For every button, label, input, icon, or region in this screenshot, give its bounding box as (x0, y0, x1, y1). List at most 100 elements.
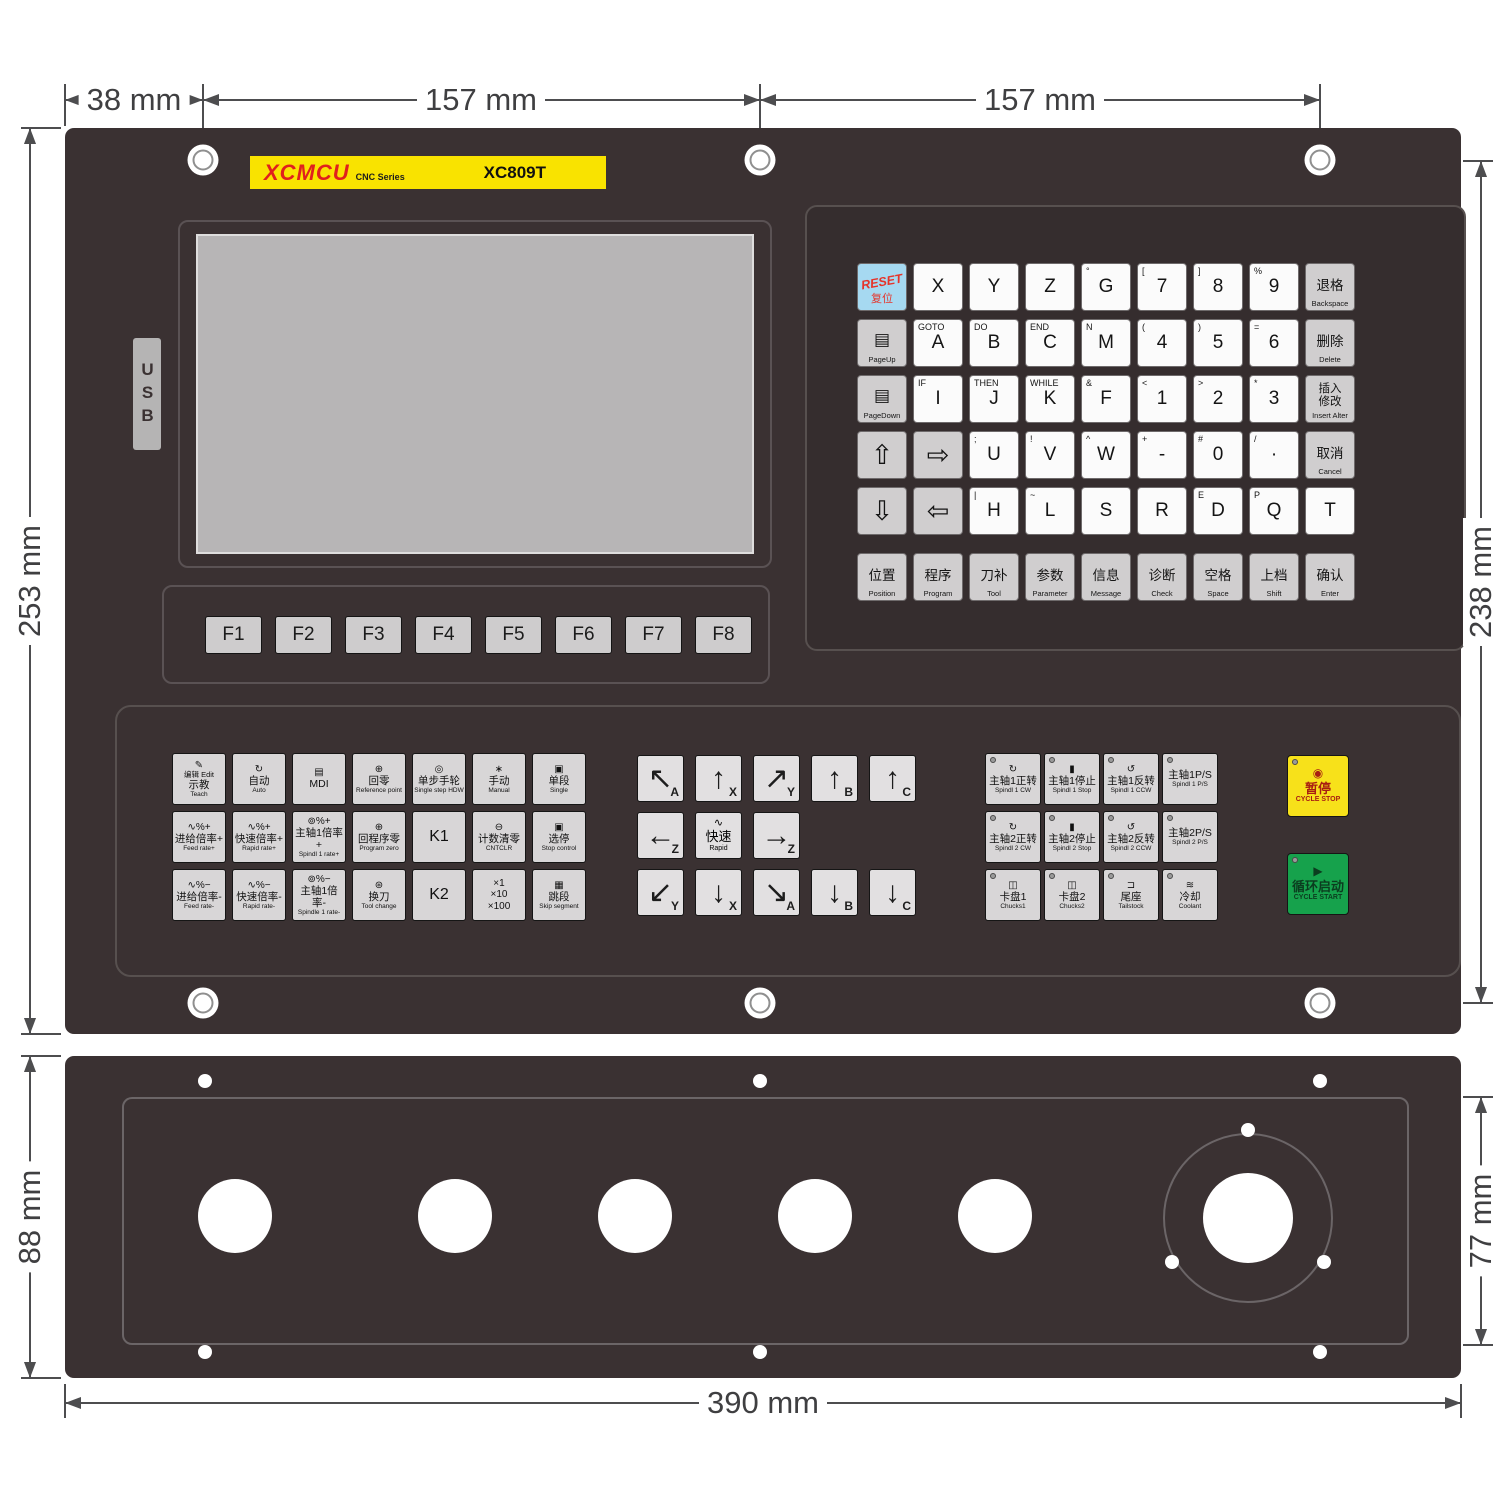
function-key[interactable]: F6 (555, 615, 612, 654)
keyboard-key[interactable]: ⇦ (913, 487, 963, 535)
keyboard-key[interactable]: ° G (1081, 263, 1131, 311)
mode-key[interactable]: ⊖ 计数清零 CNTCLR (472, 811, 526, 863)
keyboard-key[interactable]: | H (969, 487, 1019, 535)
keyboard-key[interactable]: END C (1025, 319, 1075, 367)
jog-key[interactable]: ∿ 快速 Rapid (695, 812, 742, 859)
jog-key[interactable]: ↓ X (695, 869, 742, 916)
function-key[interactable]: F4 (415, 615, 472, 654)
keyboard-key[interactable]: 参数 Parameter (1025, 553, 1075, 601)
keyboard-key[interactable]: N M (1081, 319, 1131, 367)
mode-key[interactable]: ∿%+ 快速倍率+ Rapid rate+ (232, 811, 286, 863)
keyboard-key[interactable]: % 9 (1249, 263, 1299, 311)
keyboard-key[interactable]: ▤ PageDown (857, 375, 907, 423)
keyboard-key[interactable]: 刀补 Tool (969, 553, 1019, 601)
keyboard-key[interactable]: E D (1193, 487, 1243, 535)
jog-key[interactable]: ↙ Y (637, 869, 684, 916)
machine-key[interactable]: ◫ 卡盘2 Chucks2 (1044, 869, 1100, 921)
keyboard-key[interactable]: ▤ PageUp (857, 319, 907, 367)
machine-key[interactable]: ◫ 卡盘1 Chucks1 (985, 869, 1041, 921)
mode-key[interactable]: ▣ 单段 Single (532, 753, 586, 805)
machine-key[interactable]: ⊐ 尾座 Tailstock (1103, 869, 1159, 921)
jog-key[interactable]: ↖ A (637, 755, 684, 802)
mode-key[interactable]: ⊚%+ 主轴1倍率+ Spindl 1 rate+ (292, 811, 346, 863)
keyboard-key[interactable]: Z (1025, 263, 1075, 311)
mode-key[interactable]: ↻ 自动 Auto (232, 753, 286, 805)
mode-key[interactable]: ▣ 选停 Stop control (532, 811, 586, 863)
function-key[interactable]: F8 (695, 615, 752, 654)
machine-key[interactable]: ↺ 主轴2反转 Spindl 2 CCW (1103, 811, 1159, 863)
keyboard-key[interactable]: DO B (969, 319, 1019, 367)
mode-key[interactable]: ∿%+ 进给倍率+ Feed rate+ (172, 811, 226, 863)
cycle-start-button[interactable]: ▶ 循环启动 CYCLE START (1287, 853, 1349, 915)
machine-key[interactable]: ▮ 主轴1停止 Spindl 1 Stop (1044, 753, 1100, 805)
keyboard-key[interactable]: 删除 Delete (1305, 319, 1355, 367)
keyboard-key[interactable]: Y (969, 263, 1019, 311)
keyboard-key[interactable]: 插入 修改 Insert Alter (1305, 375, 1355, 423)
mode-key[interactable]: ×1 ×10 ×100 (472, 869, 526, 921)
keyboard-key[interactable]: 空格 Space (1193, 553, 1243, 601)
keyboard-key[interactable]: ~ L (1025, 487, 1075, 535)
keyboard-key[interactable]: 退格 Backspace (1305, 263, 1355, 311)
mode-key[interactable]: ▦ 跳段 Skip segment (532, 869, 586, 921)
machine-key[interactable]: ↻ 主轴1正转 Spindl 1 CW (985, 753, 1041, 805)
keyboard-key[interactable]: > 2 (1193, 375, 1243, 423)
keyboard-key[interactable]: 确认 Enter (1305, 553, 1355, 601)
keyboard-key[interactable]: P Q (1249, 487, 1299, 535)
keyboard-key[interactable]: = 6 (1249, 319, 1299, 367)
machine-key[interactable]: ↺ 主轴1反转 Spindl 1 CCW (1103, 753, 1159, 805)
function-key[interactable]: F1 (205, 615, 262, 654)
keyboard-key[interactable]: X (913, 263, 963, 311)
keyboard-key[interactable]: ^ W (1081, 431, 1131, 479)
mode-key[interactable]: ⊕ 回零 Reference point (352, 753, 406, 805)
machine-key[interactable]: 主轴2P/S Spindl 2 P/S (1162, 811, 1218, 863)
jog-key[interactable]: ↓ C (869, 869, 916, 916)
keyboard-key[interactable]: # 0 (1193, 431, 1243, 479)
mode-key[interactable]: K2 (412, 869, 466, 921)
jog-key[interactable]: ↗ Y (753, 755, 800, 802)
function-key[interactable]: F7 (625, 615, 682, 654)
keyboard-key[interactable]: 程序 Program (913, 553, 963, 601)
usb-port-label[interactable]: USB (133, 338, 161, 450)
cycle-stop-button[interactable]: ◉ 暂停 CYCLE STOP (1287, 755, 1349, 817)
keyboard-key[interactable]: ( 4 (1137, 319, 1187, 367)
mode-key[interactable]: ▤ MDI (292, 753, 346, 805)
keyboard-key[interactable]: WHILE K (1025, 375, 1075, 423)
keyboard-key[interactable]: 上档 Shift (1249, 553, 1299, 601)
machine-key[interactable]: 主轴1P/S Spindl 1 P/S (1162, 753, 1218, 805)
machine-key[interactable]: ▮ 主轴2停止 Spindl 2 Stop (1044, 811, 1100, 863)
keyboard-key[interactable]: 诊断 Check (1137, 553, 1187, 601)
mode-key[interactable]: ∿%− 进给倍率- Feed rate- (172, 869, 226, 921)
jog-key[interactable]: ← Z (637, 812, 684, 859)
function-key[interactable]: F3 (345, 615, 402, 654)
keyboard-key[interactable]: ] 8 (1193, 263, 1243, 311)
keyboard-key[interactable]: 位置 Position (857, 553, 907, 601)
keyboard-key[interactable]: < 1 (1137, 375, 1187, 423)
keyboard-key[interactable]: ) 5 (1193, 319, 1243, 367)
mode-key[interactable]: ⊛ 换刀 Tool change (352, 869, 406, 921)
keyboard-key[interactable]: ⇩ (857, 487, 907, 535)
mode-key[interactable]: ⊕ 回程序零 Program zero (352, 811, 406, 863)
jog-key[interactable]: ↘ A (753, 869, 800, 916)
mode-key[interactable]: ✎ 编辑 Edit 示教 Teach (172, 753, 226, 805)
mode-key[interactable]: ◎ 单步手轮 Single step HDW (412, 753, 466, 805)
keyboard-key[interactable]: + - (1137, 431, 1187, 479)
function-key[interactable]: F2 (275, 615, 332, 654)
keyboard-key[interactable]: S (1081, 487, 1131, 535)
mode-key[interactable]: K1 (412, 811, 466, 863)
keyboard-key[interactable]: 取消 Cancel (1305, 431, 1355, 479)
jog-key[interactable]: → Z (753, 812, 800, 859)
keyboard-key[interactable]: & F (1081, 375, 1131, 423)
mode-key[interactable]: ∗ 手动 Manual (472, 753, 526, 805)
keyboard-key[interactable]: GOTO A (913, 319, 963, 367)
keyboard-key[interactable]: 信息 Message (1081, 553, 1131, 601)
machine-key[interactable]: ↻ 主轴2正转 Spindl 2 CW (985, 811, 1041, 863)
machine-key[interactable]: ≋ 冷却 Coolant (1162, 869, 1218, 921)
keyboard-key[interactable]: ! V (1025, 431, 1075, 479)
mode-key[interactable]: ∿%− 快速倍率- Rapid rate- (232, 869, 286, 921)
jog-key[interactable]: ↑ B (811, 755, 858, 802)
keyboard-key[interactable]: RESET 复位 (857, 263, 907, 311)
keyboard-key[interactable]: ⇨ (913, 431, 963, 479)
jog-key[interactable]: ↑ C (869, 755, 916, 802)
keyboard-key[interactable]: ⇧ (857, 431, 907, 479)
keyboard-key[interactable]: THEN J (969, 375, 1019, 423)
